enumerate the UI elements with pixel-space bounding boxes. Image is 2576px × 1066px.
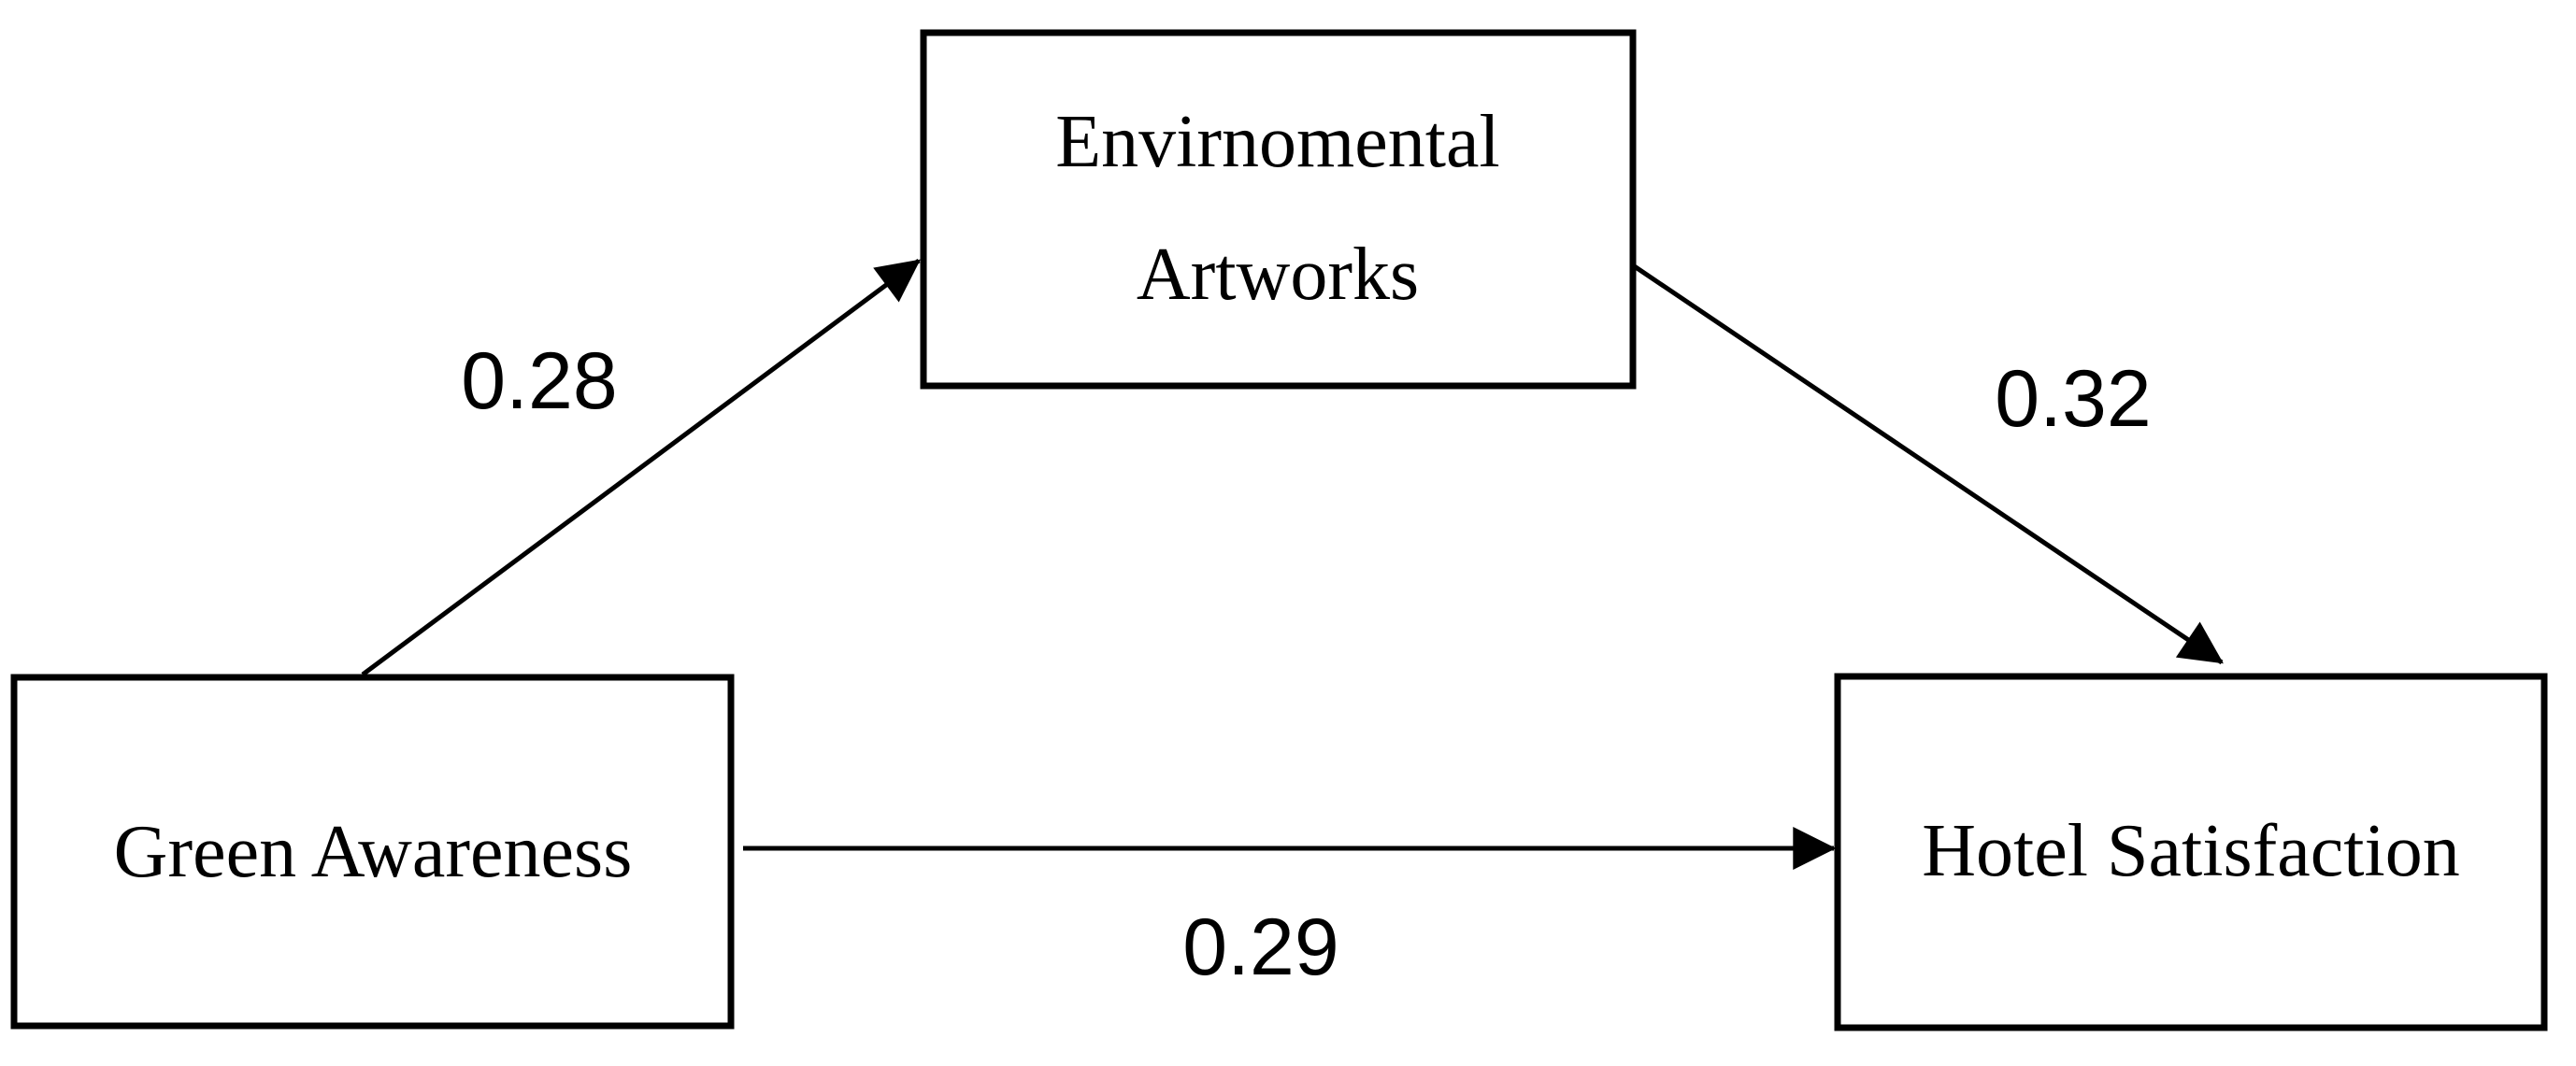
- edge-predictor-to-outcome-weight: 0.29: [1182, 903, 1338, 992]
- node-mediator-label-line2: Artworks: [1137, 234, 1419, 316]
- node-predictor: Green Awareness: [10, 674, 735, 1030]
- node-mediator-box: [920, 29, 1637, 390]
- edge-predictor-to-outcome: 0.29: [743, 827, 1837, 992]
- edge-predictor-to-mediator: 0.28: [361, 258, 921, 677]
- node-outcome-box: [1834, 673, 2548, 1031]
- node-mediator-label-line1: Envirnomental: [1055, 101, 1499, 183]
- node-predictor-label: Green Awareness: [114, 811, 633, 893]
- edge-predictor-to-mediator-arrow: [361, 258, 921, 677]
- node-outcome-label: Hotel Satisfaction: [1922, 810, 2459, 892]
- edge-mediator-to-outcome-weight: 0.32: [1995, 354, 2151, 444]
- edge-mediator-to-outcome: 0.32: [1631, 263, 2224, 665]
- node-mediator: Envirnomental Artworks: [920, 29, 1637, 390]
- edge-predictor-to-mediator-weight: 0.28: [461, 336, 617, 426]
- node-predictor-box: [10, 674, 735, 1030]
- edge-mediator-to-outcome-arrow: [1631, 263, 2224, 665]
- node-outcome: Hotel Satisfaction: [1834, 673, 2548, 1031]
